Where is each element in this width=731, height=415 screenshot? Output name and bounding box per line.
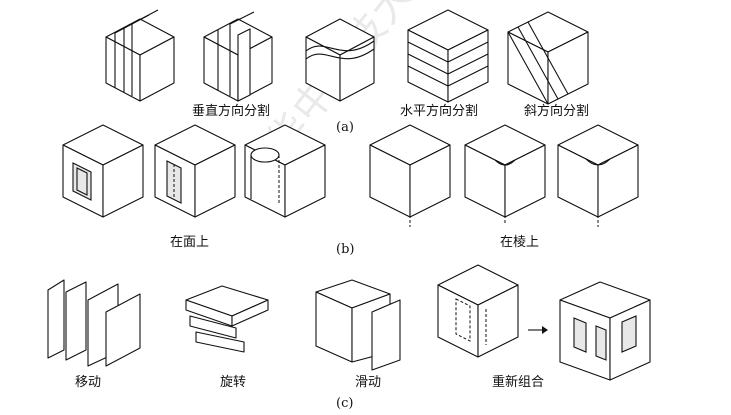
label-vertical-split: 垂直方向分割 [192, 104, 271, 119]
blocks-slid [315, 279, 401, 371]
label-diagonal-split: 斜方向分割 [524, 104, 590, 119]
cube-face-channel [154, 124, 236, 218]
label-horizontal-split: 水平方向分割 [400, 104, 479, 119]
cube-face-cylinder [244, 124, 326, 218]
tag-a: (a) [336, 120, 354, 135]
right-arrow-icon [528, 326, 548, 334]
label-rotate: 旋转 [220, 375, 247, 390]
label-recombine: 重新组合 [492, 375, 545, 390]
cube-horizontal-split [407, 9, 489, 103]
label-slide: 滑动 [355, 375, 382, 390]
cube-diagonal-split [507, 11, 589, 105]
cube-edge-1 [369, 124, 451, 227]
label-on-face: 在面上 [170, 235, 210, 250]
tag-c: (c) [336, 396, 354, 411]
cube-vertical-split-2 [203, 11, 273, 102]
tag-b: (b) [336, 242, 355, 257]
slabs-rotated [185, 285, 269, 353]
slabs-moved [47, 279, 141, 367]
cube-edge-3 [557, 124, 639, 227]
cube-recombined-result [559, 281, 651, 381]
label-on-edge: 在棱上 [500, 235, 540, 250]
cube-vertical-split-3 [305, 18, 375, 102]
cube-edge-2 [464, 124, 546, 225]
cube-recombine-source [437, 264, 519, 358]
cube-face-hole [62, 124, 144, 218]
cube-vertical-split-1 [105, 9, 175, 102]
label-move: 移动 [75, 375, 102, 390]
